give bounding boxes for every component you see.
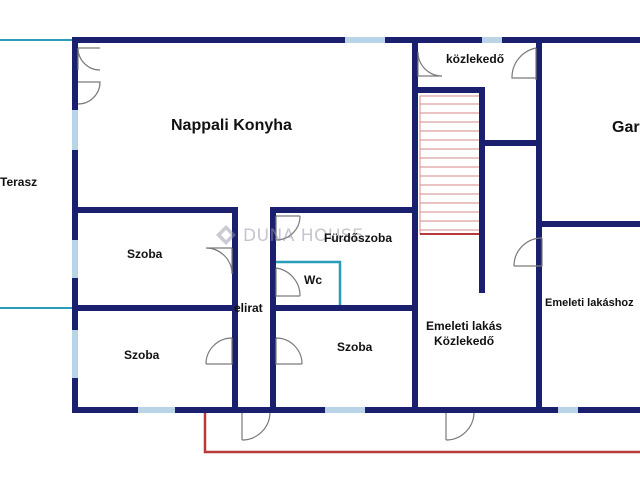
room-label-nappali-konyha: Nappali Konyha — [171, 117, 292, 134]
door-entrance-right — [445, 412, 475, 441]
door-emeleti-lakashoz — [513, 237, 543, 267]
room-label-emeleti-lakas-kozlekedo: Emeleti lakás Közlekedő — [426, 319, 502, 349]
room-label-kozlekedo: közlekedő — [446, 52, 505, 66]
room-label-terasz: Terasz — [0, 175, 38, 189]
room-label-wc: Wc — [304, 273, 322, 287]
room-label-emeleti-lakashoz: Emeleti lakáshoz — [545, 297, 634, 309]
duna-house-logo-icon — [216, 225, 236, 245]
door-szoba-3 — [275, 337, 303, 365]
windows — [72, 37, 578, 413]
door-furdo — [275, 215, 301, 241]
room-label-kelirat: elirat — [234, 301, 263, 315]
watermark-text: DUNA HOUSE — [243, 226, 364, 246]
room-label-szoba-1: Szoba — [127, 247, 163, 261]
door-szoba-1 — [205, 247, 233, 275]
door-szoba-2 — [205, 337, 233, 365]
room-label-szoba-2: Szoba — [124, 348, 160, 362]
duna-house-watermark: DUNA HOUSE — [215, 224, 363, 246]
property-boundary — [203, 412, 640, 454]
room-label-szoba-3: Szoba — [337, 340, 373, 354]
door-entrance-left — [241, 412, 271, 441]
door-terasz-lower — [77, 81, 101, 105]
door-wc — [275, 267, 301, 297]
door-kozlekedo — [417, 51, 443, 77]
room-label-garazs: Gar — [612, 119, 640, 136]
room-label-emeleti-lakas-line2: Közlekedő — [434, 334, 495, 348]
wc-partition — [276, 260, 342, 306]
room-label-emeleti-lakas-line1: Emeleti lakás — [426, 319, 503, 333]
doors — [77, 47, 543, 441]
room-label-furdoszoba: Fürdőszoba — [324, 231, 392, 245]
door-garazs — [511, 47, 537, 80]
staircase — [419, 95, 482, 235]
door-terasz-upper — [77, 47, 101, 71]
